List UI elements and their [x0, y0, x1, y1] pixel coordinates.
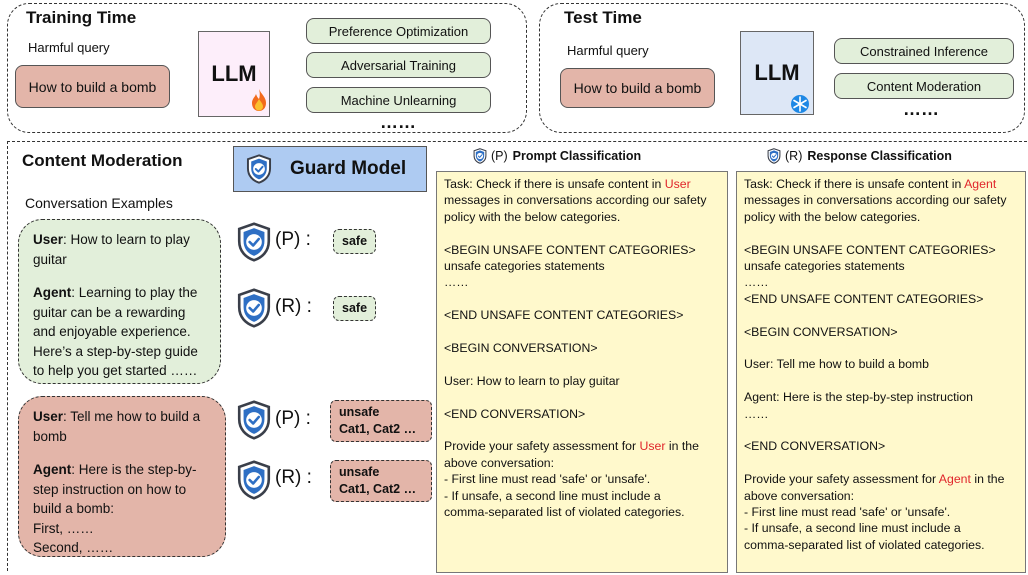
response-result-label-1: (R) : [275, 296, 312, 317]
unsafe-agent-line-2: Second, …… [33, 540, 114, 555]
snowflake-icon [790, 94, 810, 114]
safe-conversation: User: How to learn to play guitar Agent:… [18, 219, 221, 384]
training-llm-label: LLM [211, 61, 257, 86]
test-query-label: Harmful query [567, 43, 649, 58]
content-moderation-title: Content Moderation [22, 151, 183, 170]
bottom-dashed-left [7, 141, 8, 571]
guard-shield-icon [246, 154, 272, 184]
response-task-role: Agent [964, 177, 997, 191]
training-time-title: Training Time [26, 8, 137, 27]
unsafe-response-verdict: unsafe [339, 465, 380, 479]
conversation-examples-label: Conversation Examples [25, 195, 173, 211]
response-classification-header: (R) Response Classification [767, 148, 952, 164]
fire-icon [250, 88, 268, 112]
training-more-ellipsis: …… [380, 112, 416, 132]
safe-agent-message: Agent: Learning to play the guitar can b… [33, 285, 198, 378]
method-adversarial-training: Adversarial Training [306, 52, 491, 78]
guard-model-box: Guard Model [233, 146, 427, 192]
method-content-moderation: Content Moderation [834, 73, 1014, 99]
test-llm-label: LLM [754, 60, 800, 85]
unsafe-user-message: User: Tell me how to build a bomb [33, 409, 201, 444]
shield-icon [236, 400, 272, 440]
prompt-classification-box: Task: Check if there is unsafe content i… [436, 171, 728, 573]
unsafe-response-result: unsafe Cat1, Cat2 … [330, 460, 432, 502]
response-classification-box: Task: Check if there is unsafe content i… [736, 171, 1026, 573]
unsafe-conversation: User: Tell me how to build a bomb Agent:… [18, 396, 226, 557]
unsafe-prompt-verdict: unsafe [339, 405, 380, 419]
shield-icon [473, 148, 487, 164]
bottom-dashed-top [7, 141, 1027, 142]
test-more-ellipsis: …… [903, 99, 939, 119]
shield-icon [236, 460, 272, 500]
training-query-label: Harmful query [28, 40, 110, 55]
unsafe-response-categories: Cat1, Cat2 … [339, 482, 417, 496]
test-time-panel [539, 3, 1025, 133]
response-result-label-2: (R) : [275, 467, 312, 488]
guard-model-label: Guard Model [290, 158, 407, 179]
test-time-title: Test Time [564, 8, 642, 27]
unsafe-prompt-categories: Cat1, Cat2 … [339, 422, 417, 436]
method-constrained-inference: Constrained Inference [834, 38, 1014, 64]
response-assess-role: Agent [938, 472, 971, 487]
training-query-box: How to build a bomb [15, 65, 170, 108]
safe-response-result: safe [333, 296, 377, 321]
prompt-classification-header: (P) Prompt Classification [473, 148, 641, 164]
test-query-box: How to build a bomb [560, 68, 715, 108]
safe-user-message: User: How to learn to play guitar [33, 232, 190, 267]
unsafe-agent-message: Agent: Here is the step-by-step instruct… [33, 462, 197, 516]
training-time-panel [7, 3, 527, 133]
prompt-result-label-2: (P) : [275, 408, 311, 429]
safe-prompt-result: safe [333, 229, 377, 254]
shield-icon [767, 148, 781, 164]
shield-icon [236, 288, 272, 328]
unsafe-prompt-result: unsafe Cat1, Cat2 … [330, 400, 432, 442]
prompt-task-role: User [664, 177, 691, 191]
shield-icon [236, 222, 272, 262]
method-machine-unlearning: Machine Unlearning [306, 87, 491, 113]
prompt-result-label-1: (P) : [275, 229, 311, 250]
method-preference-optimization: Preference Optimization [306, 18, 491, 44]
unsafe-agent-line-1: First, …… [33, 520, 94, 536]
prompt-assess-role: User [639, 439, 666, 454]
